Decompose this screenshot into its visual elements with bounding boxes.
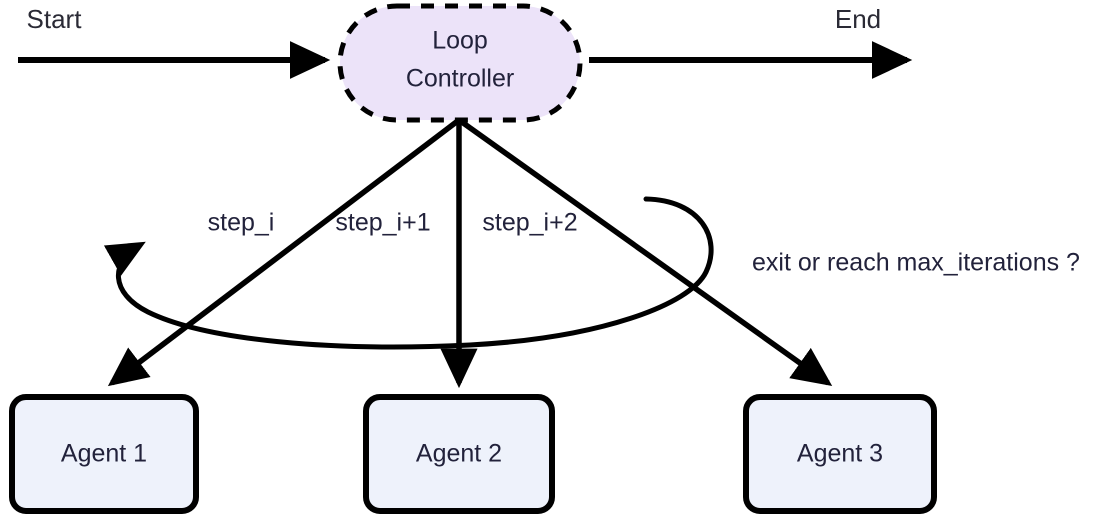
feedback-loop-edge xyxy=(103,196,714,350)
edge-controller-to-agent3 xyxy=(457,117,833,386)
agent-3-label: Agent 3 xyxy=(797,440,883,468)
edge-label-step-i-plus-1: step_i+1 xyxy=(335,209,430,237)
loop-controller-shape[interactable] xyxy=(337,3,583,123)
feedback-arrow xyxy=(103,196,714,350)
loop-controller-label-line2: Controller xyxy=(406,65,514,93)
agent-3-box[interactable] xyxy=(743,394,937,514)
agent-1-node[interactable]: Agent 1 xyxy=(9,394,199,514)
agent-2-node[interactable]: Agent 2 xyxy=(363,394,555,514)
start-label: Start xyxy=(27,4,83,34)
edge-controller-to-agent1 xyxy=(107,117,461,387)
edge-label-step-i: step_i xyxy=(208,209,275,237)
end-label: End xyxy=(835,4,881,34)
edge-label-feedback: exit or reach max_iterations ? xyxy=(752,249,1080,277)
agent-2-label: Agent 2 xyxy=(416,440,502,468)
branch-arrow-agent3 xyxy=(457,117,833,386)
agent-1-label: Agent 1 xyxy=(61,440,147,468)
branch-arrow-agent1 xyxy=(107,117,461,387)
agent-2-box[interactable] xyxy=(363,394,555,514)
loop-controller-node[interactable]: Loop Controller xyxy=(337,3,583,123)
agent-1-box[interactable] xyxy=(9,394,199,514)
edge-label-step-i-plus-2: step_i+2 xyxy=(482,209,577,237)
agent-3-node[interactable]: Agent 3 xyxy=(743,394,937,514)
loop-controller-label-line1: Loop xyxy=(432,27,488,55)
